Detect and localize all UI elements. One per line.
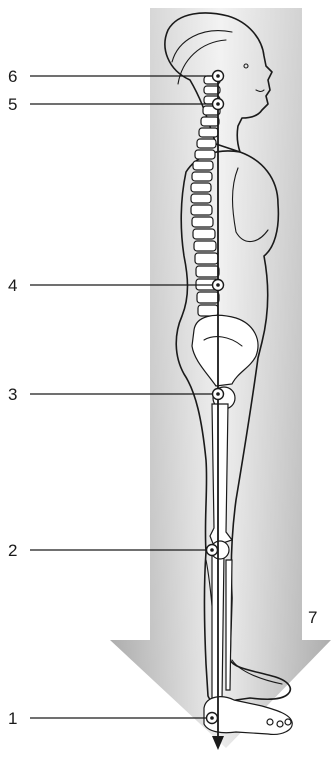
point-1-marker — [207, 713, 218, 724]
label-2: 2 — [8, 541, 17, 560]
point-4-marker — [213, 280, 224, 291]
label-5: 5 — [8, 95, 17, 114]
label-3: 3 — [8, 385, 17, 404]
point-6-marker — [213, 71, 224, 82]
label-1: 1 — [8, 709, 17, 728]
label-4: 4 — [8, 276, 17, 295]
point-2-marker — [207, 545, 218, 556]
point-3-marker — [213, 389, 224, 400]
point-5-marker — [213, 99, 224, 110]
label-7: 7 — [308, 608, 317, 627]
label-6: 6 — [8, 67, 17, 86]
tibia — [211, 541, 232, 704]
